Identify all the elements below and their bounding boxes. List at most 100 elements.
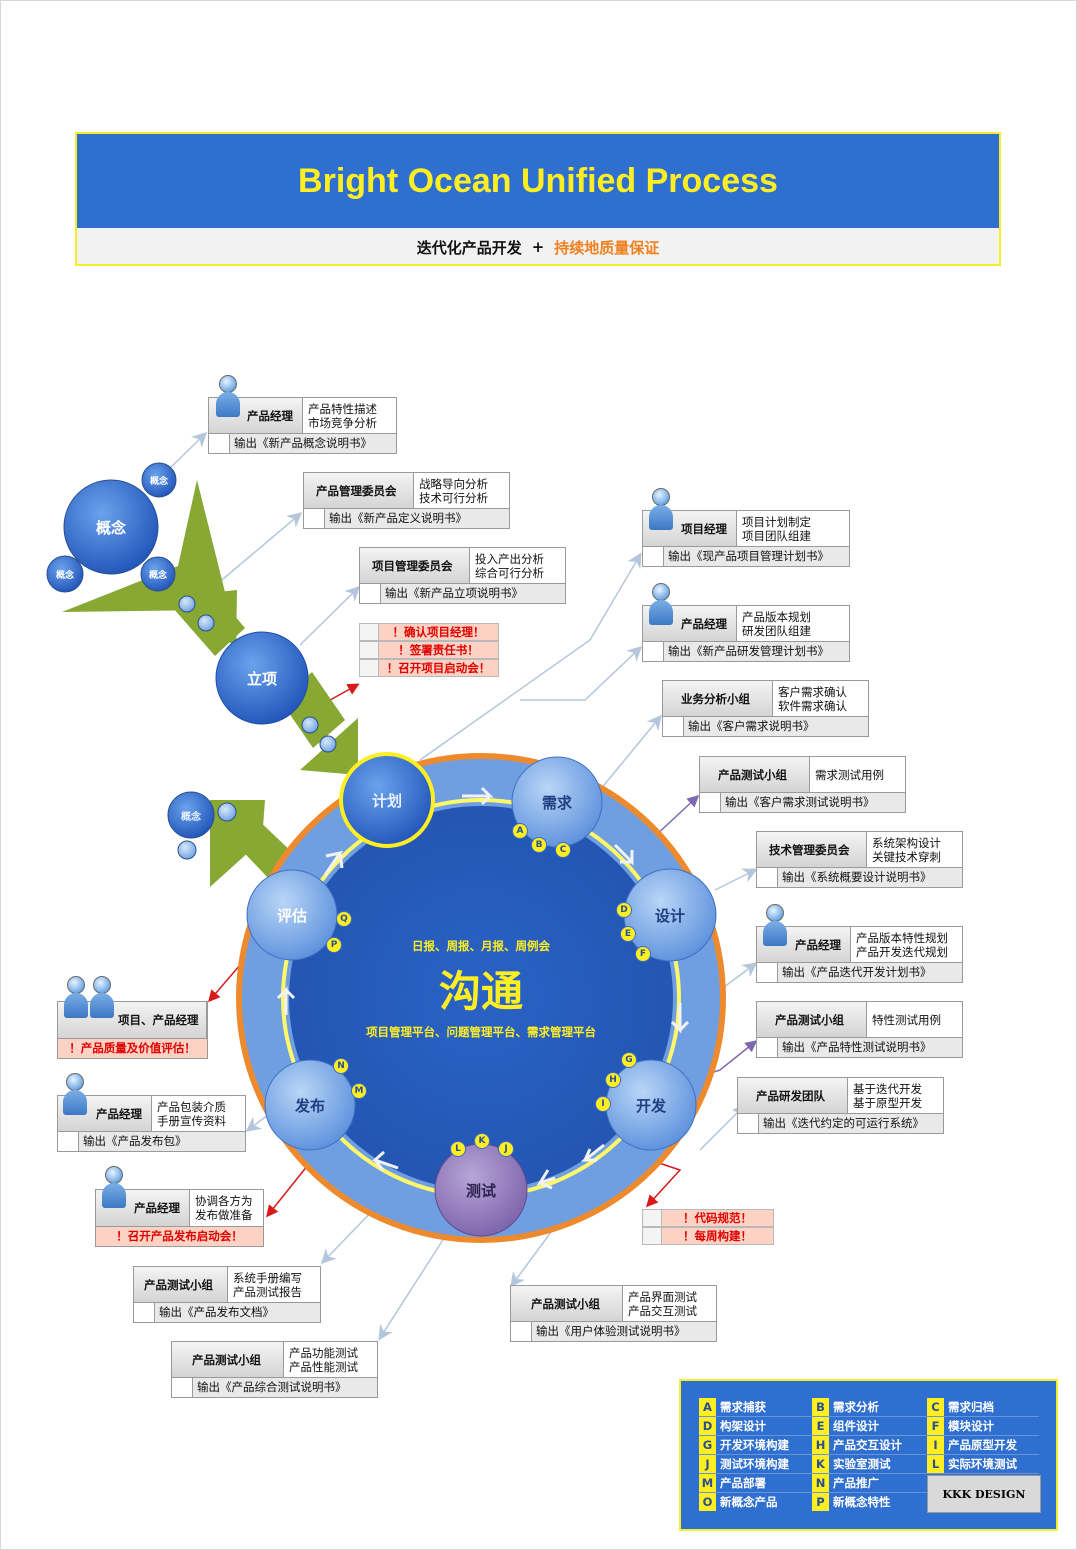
card-desc-line: 发布做准备 [195, 1208, 253, 1222]
card-desc-line: 产品测试报告 [233, 1284, 302, 1299]
initiation-label: 立项 [246, 669, 277, 688]
card-desc-line: 产品交互测试 [628, 1303, 697, 1318]
center-title: 沟通 [438, 966, 523, 1016]
badge-p: P [326, 937, 342, 953]
card-desc-line: 产品包装介质 [157, 1099, 226, 1114]
card-desc-line: 市场竞争分析 [308, 415, 377, 430]
badge-q: Q [336, 911, 352, 927]
person-icon [649, 488, 673, 530]
subtitle-right: 持续地质量保证 [554, 238, 660, 257]
requirement-label: 需求 [541, 793, 572, 812]
card-test-feature: 产品测试小组特性测试用例 输出《产品特性测试说明书》 [756, 1001, 963, 1058]
card-test-integrated: 产品测试小组产品功能测试产品性能测试 输出《产品综合测试说明书》 [171, 1341, 378, 1398]
card-role: 产品测试小组 [172, 1342, 284, 1377]
card-desc-line: 手册宣传资料 [157, 1113, 226, 1128]
card-desc-line: 产品性能测试 [289, 1359, 358, 1374]
person-icon [763, 904, 787, 946]
alert-line: ！召开项目启动会！ [379, 660, 498, 676]
card-desc-line: 系统架构设计 [872, 835, 941, 850]
card-output: 输出《用户体验测试说明书》 [536, 1324, 686, 1338]
connector-lines [167, 431, 758, 1341]
card-output: 输出《新产品研发管理计划书》 [668, 644, 829, 658]
card-output: 输出《新产品定义说明书》 [329, 511, 467, 525]
person-icon [64, 976, 88, 1018]
card-output: 输出《产品特性测试说明书》 [782, 1040, 932, 1054]
plan-label: 计划 [371, 791, 402, 810]
develop-label: 开发 [635, 1096, 666, 1115]
card-role: 产品测试小组 [134, 1267, 228, 1302]
card-role: 产品测试小组 [511, 1286, 623, 1321]
card-role: 项目管理委员会 [360, 548, 470, 583]
card-role: 产品研发团队 [738, 1078, 848, 1113]
brand-logo: KKK DESIGN [927, 1475, 1041, 1513]
card-desc-line: 基于迭代开发 [853, 1081, 922, 1096]
person-icon [90, 976, 114, 1018]
person-icon [216, 375, 240, 417]
card-alert: ！产品质量及价值评估！ [69, 1041, 196, 1055]
alert-line: ！每周构建！ [662, 1228, 773, 1244]
card-desc-line: 软件需求确认 [778, 698, 847, 713]
alert-line: ！签署责任书！ [379, 642, 498, 658]
concept-small-label-1: 概念 [149, 476, 168, 487]
card-output: 输出《客户需求说明书》 [688, 719, 815, 733]
card-role: 产品测试小组 [700, 757, 810, 792]
badge-e: E [620, 926, 636, 942]
center-reports: 日报、周报、月报、周例会 [412, 939, 550, 953]
bead [178, 595, 196, 613]
badge-d: D [616, 902, 632, 918]
card-role: 技术管理委员会 [757, 832, 867, 867]
release-label: 发布 [294, 1096, 325, 1115]
badge-a: A [512, 823, 528, 839]
test-label: 测试 [465, 1181, 496, 1200]
card-desc-line: 项目团队组建 [742, 528, 811, 543]
card-desc-line: 项目计划制定 [742, 514, 811, 529]
card-desc-line: 基于原型开发 [853, 1095, 922, 1110]
concept-small-label-3: 概念 [148, 570, 167, 581]
person-icon [102, 1166, 126, 1208]
card-desc-line: 战略导向分析 [419, 476, 488, 491]
card-tech-committee: 技术管理委员会系统架构设计关键技术穿刺 输出《系统概要设计说明书》 [756, 831, 963, 888]
badge-f: F [635, 946, 651, 962]
subtitle-left: 迭代化产品开发 [416, 238, 522, 257]
card-output: 输出《产品迭代开发计划书》 [782, 965, 932, 979]
release-circle [264, 1059, 356, 1151]
badge-n: N [333, 1058, 349, 1074]
card-pm-release-prep: 产品经理协调各方为发布做准备 ！召开产品发布启动会！ [95, 1189, 264, 1247]
evaluate-label: 评估 [276, 906, 307, 925]
card-role: 产品管理委员会 [304, 473, 414, 508]
alert-line: ！确认项目经理！ [379, 624, 498, 640]
design-label: 设计 [654, 906, 685, 925]
card-desc-line: 产品界面测试 [628, 1289, 697, 1304]
bead [177, 840, 197, 860]
badge-b: B [531, 837, 547, 853]
card-output: 输出《迭代约定的可运行系统》 [763, 1116, 924, 1130]
card-pm-packaging: 产品经理产品包装介质手册宣传资料 输出《产品发布包》 [57, 1095, 246, 1152]
alert-line: ！代码规范！ [662, 1210, 773, 1226]
card-desc-line: 研发团队组建 [742, 623, 811, 638]
bead [217, 802, 237, 822]
concept-main-circle [63, 479, 159, 575]
concept-small-circle-1 [141, 462, 177, 498]
card-desc-line: 协调各方为 [195, 1194, 253, 1208]
card-project-committee: 项目管理委员会投入产出分析综合可行分析 输出《新产品立项说明书》 [359, 547, 566, 604]
initiation-alerts: ！确认项目经理！ ！签署责任书！ ！召开项目启动会！ [359, 623, 499, 677]
develop-alerts: ！代码规范！ ！每周构建！ [642, 1209, 774, 1245]
card-project-product-managers: 项目、产品经理 ！产品质量及价值评估！ [57, 1001, 208, 1059]
card-output: 输出《产品发布包》 [83, 1134, 187, 1148]
initiation-circle [215, 631, 309, 725]
card-desc-line: 产品功能测试 [289, 1345, 358, 1360]
card-desc-line: 特性测试用例 [872, 1012, 941, 1027]
